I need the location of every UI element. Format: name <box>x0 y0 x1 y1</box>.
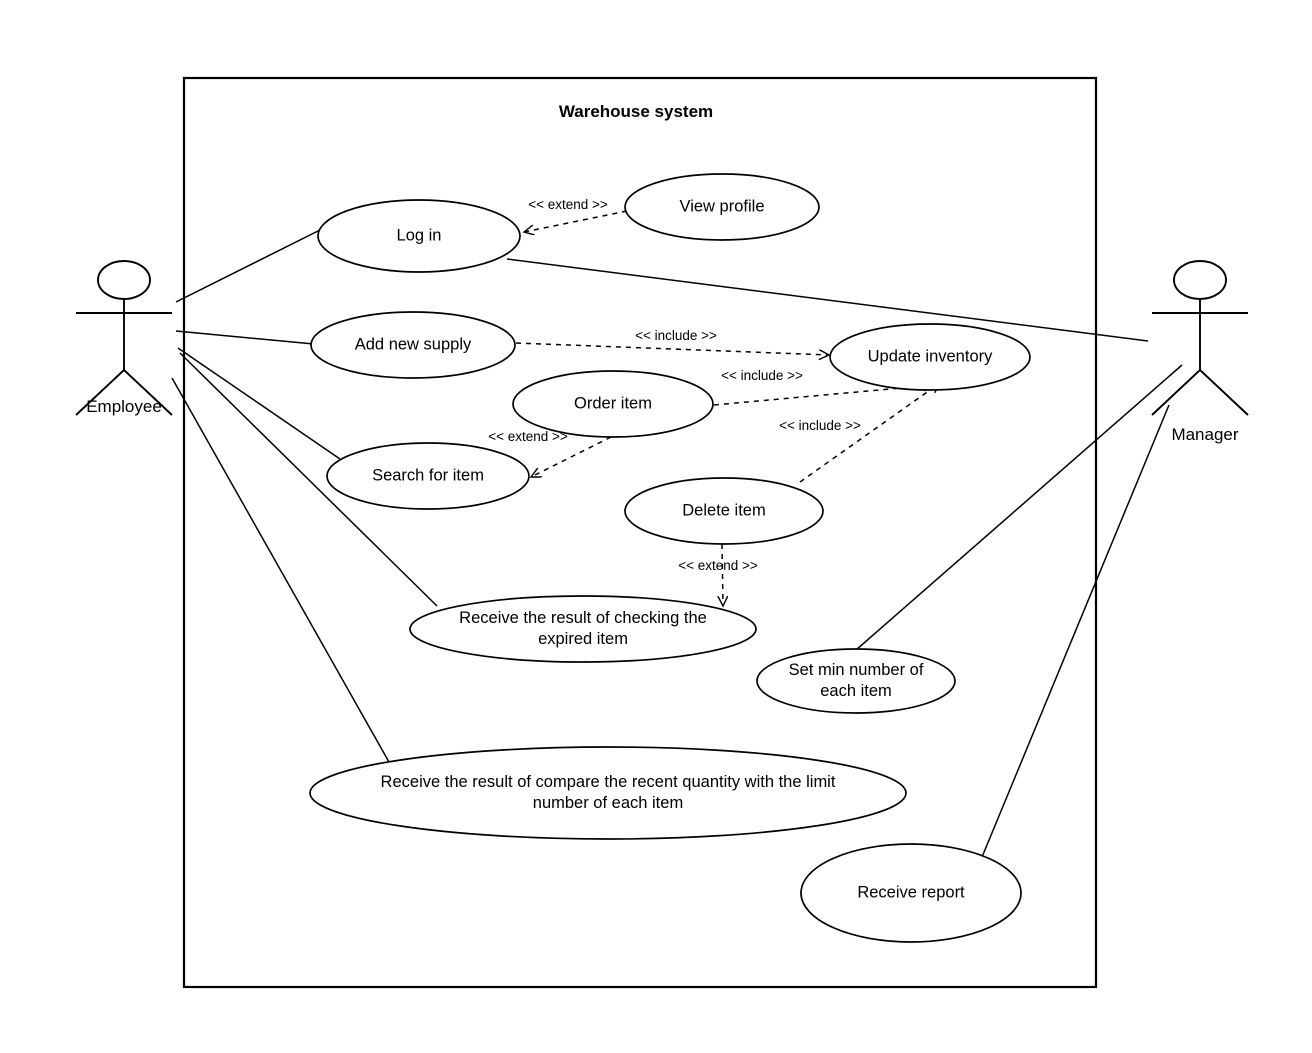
use-case-ellipse-checkexpired <box>409 595 757 663</box>
actor-head-icon <box>1173 260 1227 300</box>
actor-left-leg-line <box>1151 369 1201 416</box>
use-case-ellipse-login <box>317 199 521 273</box>
use-case-ellipse-setmin <box>756 648 956 714</box>
use-case-label-comparelimit: Receive the result of compare the recent… <box>381 773 836 791</box>
dependency-arrow-viewprofile-extends-login <box>524 210 628 232</box>
use-case-label-checkexpired: Receive the result of checking the <box>459 609 707 627</box>
use-case-receivereport[interactable]: Receive report <box>800 843 1022 943</box>
use-case-comparelimit[interactable]: Receive the result of compare the recent… <box>309 746 907 840</box>
system-title: Warehouse system <box>559 102 713 121</box>
use-case-label-setmin: each item <box>820 682 892 700</box>
use-case-label-updateinv: Update inventory <box>868 347 993 365</box>
use-case-ellipse-viewprofile <box>624 173 820 241</box>
actor-right-leg-line <box>1199 369 1249 416</box>
use-case-deleteitem[interactable]: Delete item <box>624 477 824 545</box>
use-case-ellipse-deleteitem <box>624 477 824 545</box>
use-case-setmin[interactable]: Set min number of each item <box>756 648 956 714</box>
use-case-label-deleteitem: Delete item <box>682 501 765 519</box>
use-case-updateinv[interactable]: Update inventory <box>829 323 1031 391</box>
actor-label-manager: Manager <box>1171 425 1238 444</box>
use-case-orderitem[interactable]: Order item <box>512 370 714 438</box>
stereotype-label-deleteitem-extends-checkexp: << extend >> <box>678 558 758 573</box>
use-case-ellipse-updateinv <box>829 323 1031 391</box>
association-line-employee-addsupply <box>175 330 315 345</box>
use-case-label-receivereport: Receive report <box>857 883 965 901</box>
association-line-employee-login <box>175 228 323 303</box>
use-case-viewprofile[interactable]: View profile <box>624 173 820 241</box>
dependency-arrow-deleteitem-includes-update <box>799 383 940 483</box>
association-line-employee-checkexpired <box>179 352 438 607</box>
use-case-checkexpired[interactable]: Receive the result of checking the expire… <box>409 595 757 663</box>
use-case-label-viewprofile: View profile <box>680 197 765 215</box>
association-line-manager-setmin <box>855 364 1183 651</box>
actor-label-employee: Employee <box>86 397 162 416</box>
use-case-label-addsupply: Add new supply <box>355 335 472 353</box>
use-case-label-searchitem: Search for item <box>372 466 484 484</box>
dependency-arrow-deleteitem-extends-checkexp <box>722 543 723 606</box>
use-case-label-checkexpired: expired item <box>538 630 628 648</box>
use-case-ellipse-orderitem <box>512 370 714 438</box>
actor-right-leg-line <box>123 369 173 416</box>
association-line-employee-searchitem <box>177 347 341 460</box>
stereotype-label-orderitem-includes-update: << include >> <box>721 368 803 383</box>
actor-head-icon <box>97 260 151 300</box>
use-case-ellipse-receivereport <box>800 843 1022 943</box>
actor-employee[interactable]: Employee <box>75 260 173 416</box>
stereotype-label-deleteitem-includes-update: << include >> <box>779 418 861 433</box>
use-case-login[interactable]: Log in <box>317 199 521 273</box>
stereotype-label-addsupply-includes-update: << include >> <box>635 328 717 343</box>
dependency-arrow-orderitem-extends-search <box>531 436 612 477</box>
use-case-ellipse-comparelimit <box>309 746 907 840</box>
stereotype-label-orderitem-extends-search: << extend >> <box>488 429 568 444</box>
association-lines-group <box>171 228 1183 858</box>
system-boundary-box <box>182 76 1098 989</box>
use-case-addsupply[interactable]: Add new supply <box>310 311 516 379</box>
use-case-label-login: Log in <box>397 226 442 244</box>
actor-left-leg-line <box>75 369 125 416</box>
association-line-manager-login <box>506 258 1149 342</box>
use-case-label-comparelimit: number of each item <box>533 794 683 812</box>
actor-manager[interactable]: Manager <box>1151 260 1249 444</box>
dependency-arrow-addsupply-includes-update <box>515 342 829 355</box>
use-case-ellipse-searchitem <box>326 442 530 510</box>
use-case-ellipse-addsupply <box>310 311 516 379</box>
stereotype-labels-group: << extend >> << include >> << include >> <<… <box>488 197 861 573</box>
stereotype-label-viewprofile-extends-login: << extend >> <box>528 197 608 212</box>
association-line-employee-comparelimit <box>171 377 390 763</box>
association-line-manager-receivereport <box>981 404 1170 858</box>
use-case-label-orderitem: Order item <box>574 394 652 412</box>
use-case-searchitem[interactable]: Search for item <box>326 442 530 510</box>
use-case-label-setmin: Set min number of <box>789 661 924 679</box>
